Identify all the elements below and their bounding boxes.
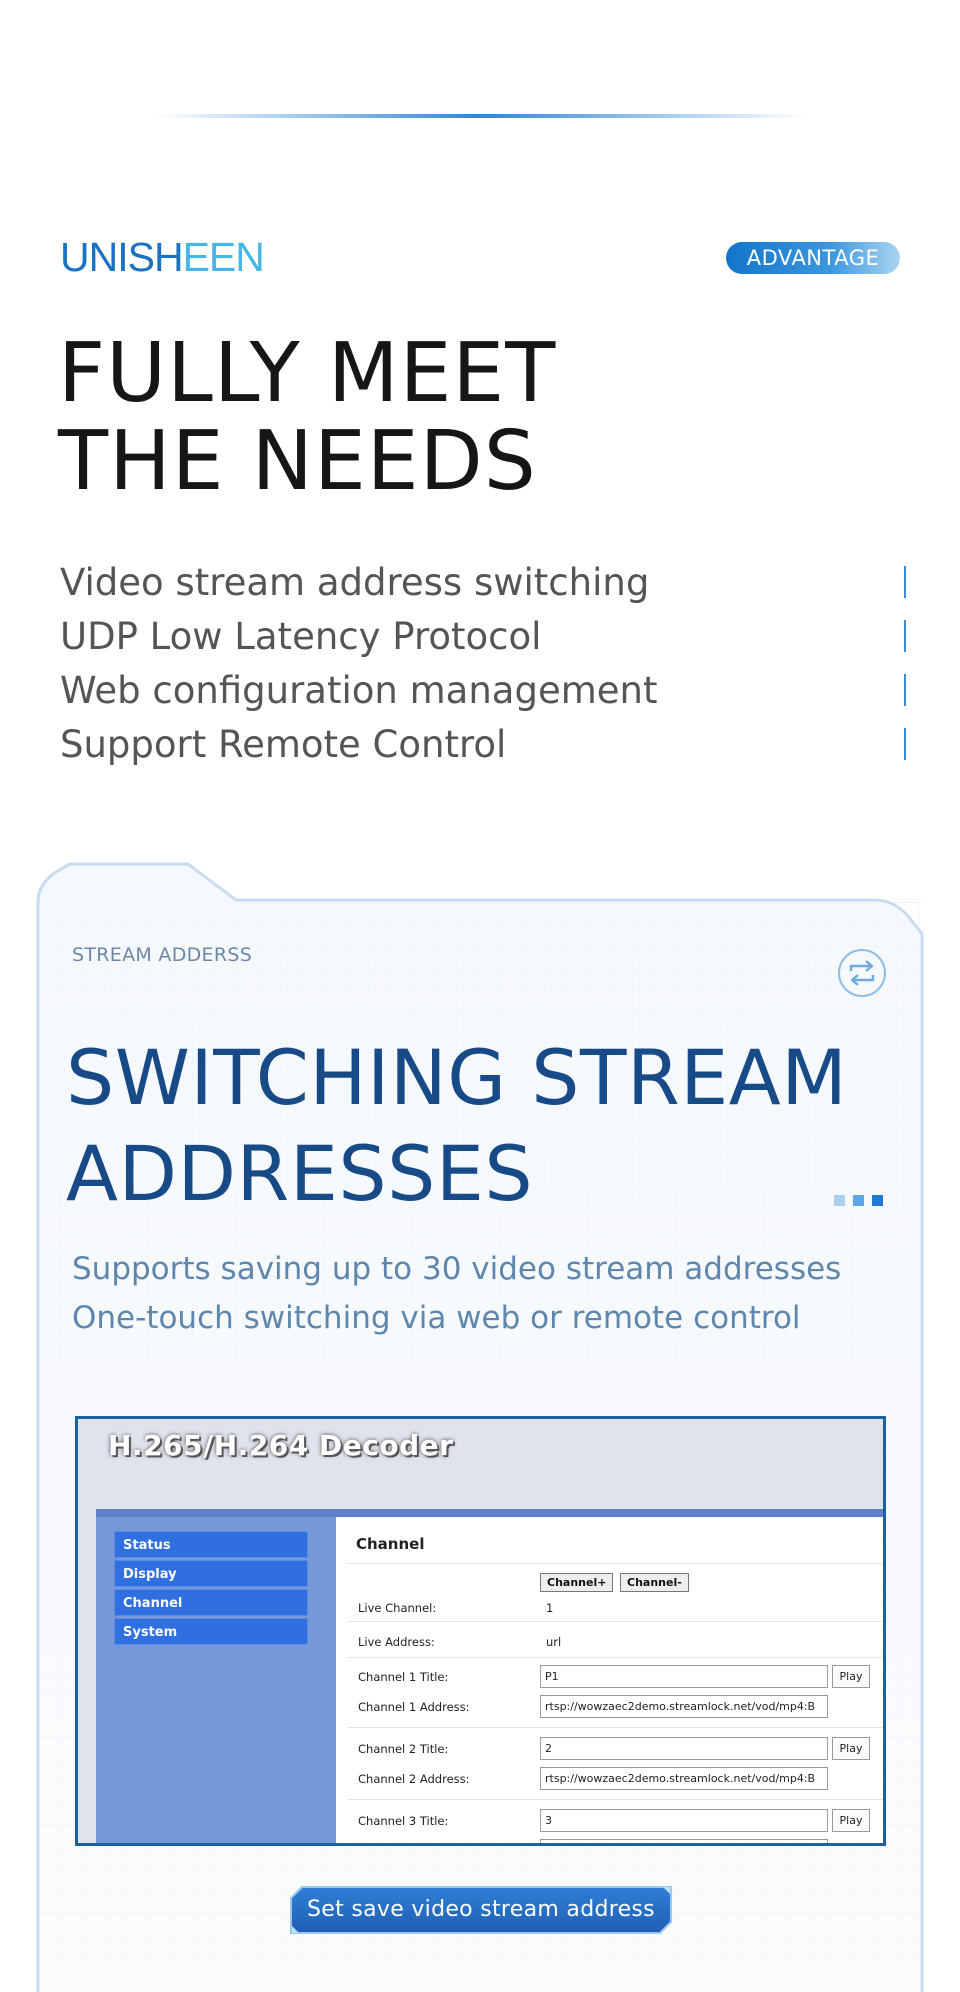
channel-title-label: Channel 2 Title: bbox=[358, 1742, 449, 1756]
description-line-1: Supports saving up to 30 video stream ad… bbox=[72, 1251, 842, 1287]
switch-arrows-icon bbox=[838, 949, 886, 997]
live-address-label: Live Address: bbox=[358, 1635, 435, 1649]
decoder-title: H.265/H.264 Decoder bbox=[108, 1429, 454, 1462]
hero-heading: FULLY MEET THE NEEDS bbox=[58, 330, 556, 506]
feature-marker bbox=[904, 620, 906, 652]
feature-item: UDP Low Latency Protocol bbox=[60, 610, 910, 664]
section-title-line-1: SWITCHING STREAM bbox=[66, 1033, 848, 1122]
nav-item-channel[interactable]: Channel bbox=[114, 1589, 308, 1616]
cta-label: Set save video stream address bbox=[307, 1897, 655, 1922]
cta-frame bbox=[290, 1886, 672, 1934]
feature-item: Video stream address switching bbox=[60, 556, 910, 610]
channel-title-input[interactable]: 3 bbox=[540, 1809, 828, 1832]
advantage-badge: ADVANTAGE bbox=[726, 242, 900, 274]
nav-item-status[interactable]: Status bbox=[114, 1531, 308, 1558]
channel-title-input[interactable]: P1 bbox=[540, 1665, 828, 1688]
feature-item: Web configuration management bbox=[60, 664, 910, 718]
section-label: STREAM ADDERSS bbox=[72, 944, 253, 966]
play-button[interactable]: Play bbox=[832, 1737, 870, 1760]
section-title: SWITCHING STREAM ADDRESSES bbox=[66, 1030, 847, 1222]
set-stream-address-button[interactable]: Set save video stream address bbox=[290, 1886, 672, 1934]
channel-next-button[interactable]: Channel+ bbox=[540, 1573, 614, 1592]
brand-logo: UNISHEEN bbox=[60, 234, 265, 280]
divider bbox=[348, 1621, 883, 1622]
channel-address-label: Channel 2 Address: bbox=[358, 1772, 470, 1786]
decoder-body: Status Display Channel System Channel Ch… bbox=[96, 1509, 883, 1843]
nav-item-display[interactable]: Display bbox=[114, 1560, 308, 1587]
channel-title-input[interactable]: 2 bbox=[540, 1737, 828, 1760]
feature-marker bbox=[904, 566, 906, 598]
feature-item: Support Remote Control bbox=[60, 718, 910, 772]
decoder-web-screenshot: H.265/H.264 Decoder Status Display Chann… bbox=[75, 1416, 886, 1846]
channel-panel: Channel Channel+ Channel- Live Channel: … bbox=[336, 1517, 883, 1843]
nav-item-system[interactable]: System bbox=[114, 1618, 308, 1645]
divider bbox=[348, 1563, 883, 1564]
section-description: Supports saving up to 30 video stream ad… bbox=[72, 1245, 841, 1343]
feature-marker bbox=[904, 728, 906, 760]
play-button[interactable]: Play bbox=[832, 1809, 870, 1832]
hero-line-1: FULLY MEET bbox=[58, 326, 557, 421]
divider bbox=[348, 1799, 883, 1800]
channel-title-label: Channel 3 Title: bbox=[358, 1814, 449, 1828]
channel-prev-button[interactable]: Channel- bbox=[620, 1573, 689, 1592]
channel-address-input[interactable]: rtsp://wowzaec2demo.streamlock.net/vod/m… bbox=[540, 1767, 828, 1790]
panel-title: Channel bbox=[356, 1535, 425, 1553]
feature-marker bbox=[904, 674, 906, 706]
top-divider-line bbox=[155, 114, 805, 118]
live-channel-label: Live Channel: bbox=[358, 1601, 437, 1615]
decoder-nav: Status Display Channel System bbox=[114, 1531, 308, 1647]
live-channel-value: 1 bbox=[546, 1601, 554, 1615]
decorative-dots bbox=[834, 1195, 883, 1206]
divider bbox=[348, 1727, 883, 1728]
live-address-value: url bbox=[546, 1635, 562, 1649]
section-title-line-2: ADDRESSES bbox=[66, 1129, 534, 1218]
description-line-2: One-touch switching via web or remote co… bbox=[72, 1300, 801, 1336]
channel-address-input[interactable] bbox=[540, 1839, 828, 1843]
channel-address-input[interactable]: rtsp://wowzaec2demo.streamlock.net/vod/m… bbox=[540, 1695, 828, 1718]
feature-list: Video stream address switching UDP Low L… bbox=[60, 556, 910, 772]
channel-title-label: Channel 1 Title: bbox=[358, 1670, 449, 1684]
divider bbox=[348, 1657, 883, 1658]
channel-address-label: Channel 1 Address: bbox=[358, 1700, 470, 1714]
play-button[interactable]: Play bbox=[832, 1665, 870, 1688]
hero-line-2: THE NEEDS bbox=[58, 414, 537, 509]
